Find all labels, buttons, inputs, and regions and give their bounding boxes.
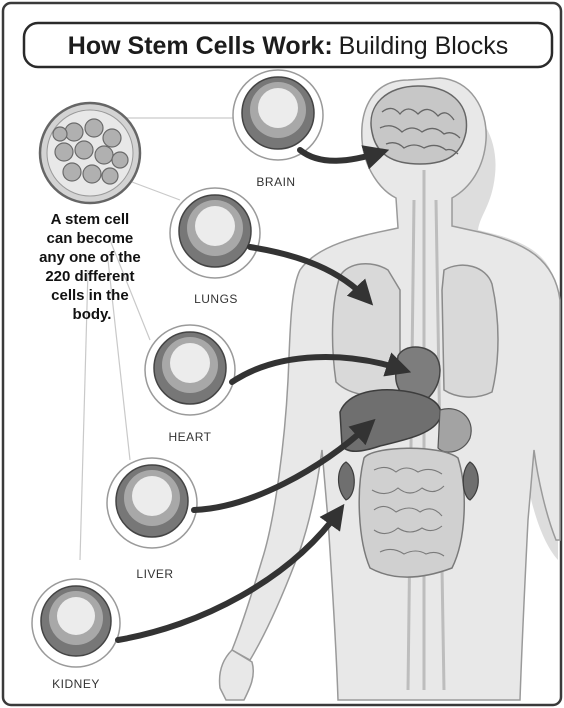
caption-line: body. bbox=[73, 306, 112, 323]
caption-line: A stem cell bbox=[51, 211, 130, 228]
caption-line: can become bbox=[47, 230, 134, 247]
caption-line: any one of the bbox=[39, 249, 141, 266]
caption-line: cells in the bbox=[51, 287, 129, 304]
left-lung bbox=[333, 264, 400, 396]
page-title: How Stem Cells Work:Building Blocks bbox=[68, 32, 508, 60]
right-lung bbox=[442, 265, 498, 397]
caption-line: 220 different bbox=[45, 268, 134, 285]
cell-label-brain: BRAIN bbox=[256, 175, 295, 189]
brain-organ bbox=[371, 86, 466, 164]
cell-label-liver: LIVER bbox=[136, 567, 173, 581]
stem-cell-dish bbox=[40, 103, 140, 203]
cell-label-lungs: LUNGS bbox=[194, 292, 238, 306]
intestines-organ bbox=[359, 448, 464, 577]
cell-label-heart: HEART bbox=[169, 430, 212, 444]
cell-label-kidney: KIDNEY bbox=[52, 677, 100, 691]
